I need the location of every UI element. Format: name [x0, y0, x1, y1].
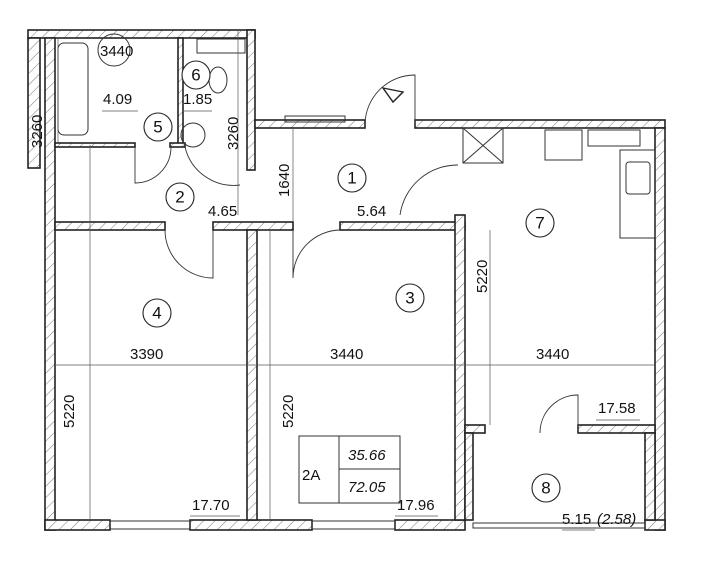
room-number-2: 2	[165, 182, 195, 212]
apartment-summary: 2А 35.66 72.05	[298, 435, 401, 504]
svg-text:1: 1	[347, 169, 356, 188]
toilet-icon	[208, 66, 228, 94]
living-area: 35.66	[348, 447, 386, 464]
wall-room4-top-b	[212, 221, 294, 231]
dim-room3-height: 5220	[280, 395, 297, 428]
dimension-lines	[55, 30, 655, 520]
room5-area: 4.09	[103, 91, 132, 108]
wall-bath-bottom	[54, 142, 136, 148]
entrance-arrow-icon	[381, 86, 405, 104]
walls	[27, 29, 666, 531]
wall-wc-right	[246, 29, 256, 171]
wall-kitchen-balcony-a	[464, 424, 486, 434]
fridge-icon	[587, 129, 641, 147]
dim-bath-width: 3440	[100, 43, 133, 60]
fixtures	[57, 33, 656, 239]
room-number-5: 5	[143, 112, 173, 142]
wall-outer-top-left	[27, 29, 256, 39]
bathtub-icon	[57, 42, 89, 136]
room-number-8: 8	[531, 473, 561, 503]
svg-text:6: 6	[191, 66, 200, 85]
room-number-1: 1	[337, 163, 367, 193]
door-kitchen	[399, 164, 459, 216]
stove-icon	[544, 129, 583, 161]
wall-wc-bottom	[169, 142, 186, 148]
washing-machine-icon	[196, 38, 246, 54]
room8-area: 5.15	[562, 511, 591, 528]
svg-text:4: 4	[152, 304, 161, 323]
door-bath	[134, 146, 172, 184]
wall-outer-left	[44, 37, 56, 531]
wall-kitchen-balcony-b	[577, 424, 656, 434]
dim-room3-width: 3440	[330, 346, 363, 363]
wall-balcony-left	[464, 432, 474, 521]
svg-text:7: 7	[535, 214, 544, 233]
ventilation-shaft-icon	[462, 127, 504, 164]
dim-room4-height: 5220	[61, 395, 78, 428]
room-number-3: 3	[395, 283, 425, 313]
wall-top-kitchen	[414, 119, 666, 129]
room-number-4: 4	[142, 298, 172, 328]
dim-room7-width: 3440	[536, 346, 569, 363]
wall-bottom-right	[394, 519, 466, 531]
wall-top-hall	[254, 119, 366, 129]
svg-text:8: 8	[541, 479, 550, 498]
wall-room4-top-a	[54, 221, 166, 231]
svg-text:3: 3	[405, 289, 414, 308]
room2-area: 4.65	[208, 203, 237, 220]
area-underlines	[102, 110, 640, 531]
ventilation-cross-icon	[462, 127, 504, 164]
door-balcony	[539, 394, 579, 434]
room6-area: 1.85	[183, 91, 212, 108]
wall-balcony-bottom-right	[644, 519, 666, 531]
door-room4	[164, 229, 214, 279]
svg-text:2: 2	[175, 188, 184, 207]
room3-area: 17.96	[397, 497, 435, 514]
room1-area: 5.64	[357, 203, 386, 220]
wall-bottom-mid	[189, 519, 313, 531]
door-room3	[292, 229, 341, 279]
dim-bath-height-right: 3260	[225, 117, 242, 150]
wall-room3-top	[339, 221, 466, 231]
dim-hall-height: 1640	[276, 164, 293, 197]
kitchen-sink-icon	[625, 161, 651, 195]
room7-area: 17.58	[598, 400, 636, 417]
room-number-7: 7	[525, 208, 555, 238]
room8-reduced-area: (2.58)	[597, 511, 636, 528]
wall-4-3	[246, 229, 258, 521]
window	[311, 520, 396, 530]
door-entrance	[364, 74, 416, 125]
wall-bottom-left	[44, 519, 111, 531]
window	[472, 522, 646, 529]
room-number-6: 6	[181, 60, 211, 90]
sink-icon	[97, 33, 131, 67]
window	[109, 520, 191, 530]
doors	[134, 74, 579, 434]
wall-3-7	[454, 214, 466, 521]
wall-facade-left	[27, 37, 41, 169]
total-area: 72.05	[348, 479, 386, 496]
windows	[109, 115, 646, 530]
svg-text:5: 5	[153, 118, 162, 137]
wall-outer-right	[654, 127, 666, 531]
dim-room4-width: 3390	[130, 346, 163, 363]
door-wc	[184, 146, 241, 186]
dim-bath-height-left: 3260	[29, 115, 46, 148]
shower-icon	[180, 122, 206, 148]
apartment-type: 2А	[302, 467, 320, 484]
room4-area: 17.70	[192, 497, 230, 514]
dim-room7-height: 5220	[474, 260, 491, 293]
wall-balcony-right	[644, 432, 656, 521]
kitchen-counter	[619, 149, 656, 239]
window	[284, 115, 346, 123]
